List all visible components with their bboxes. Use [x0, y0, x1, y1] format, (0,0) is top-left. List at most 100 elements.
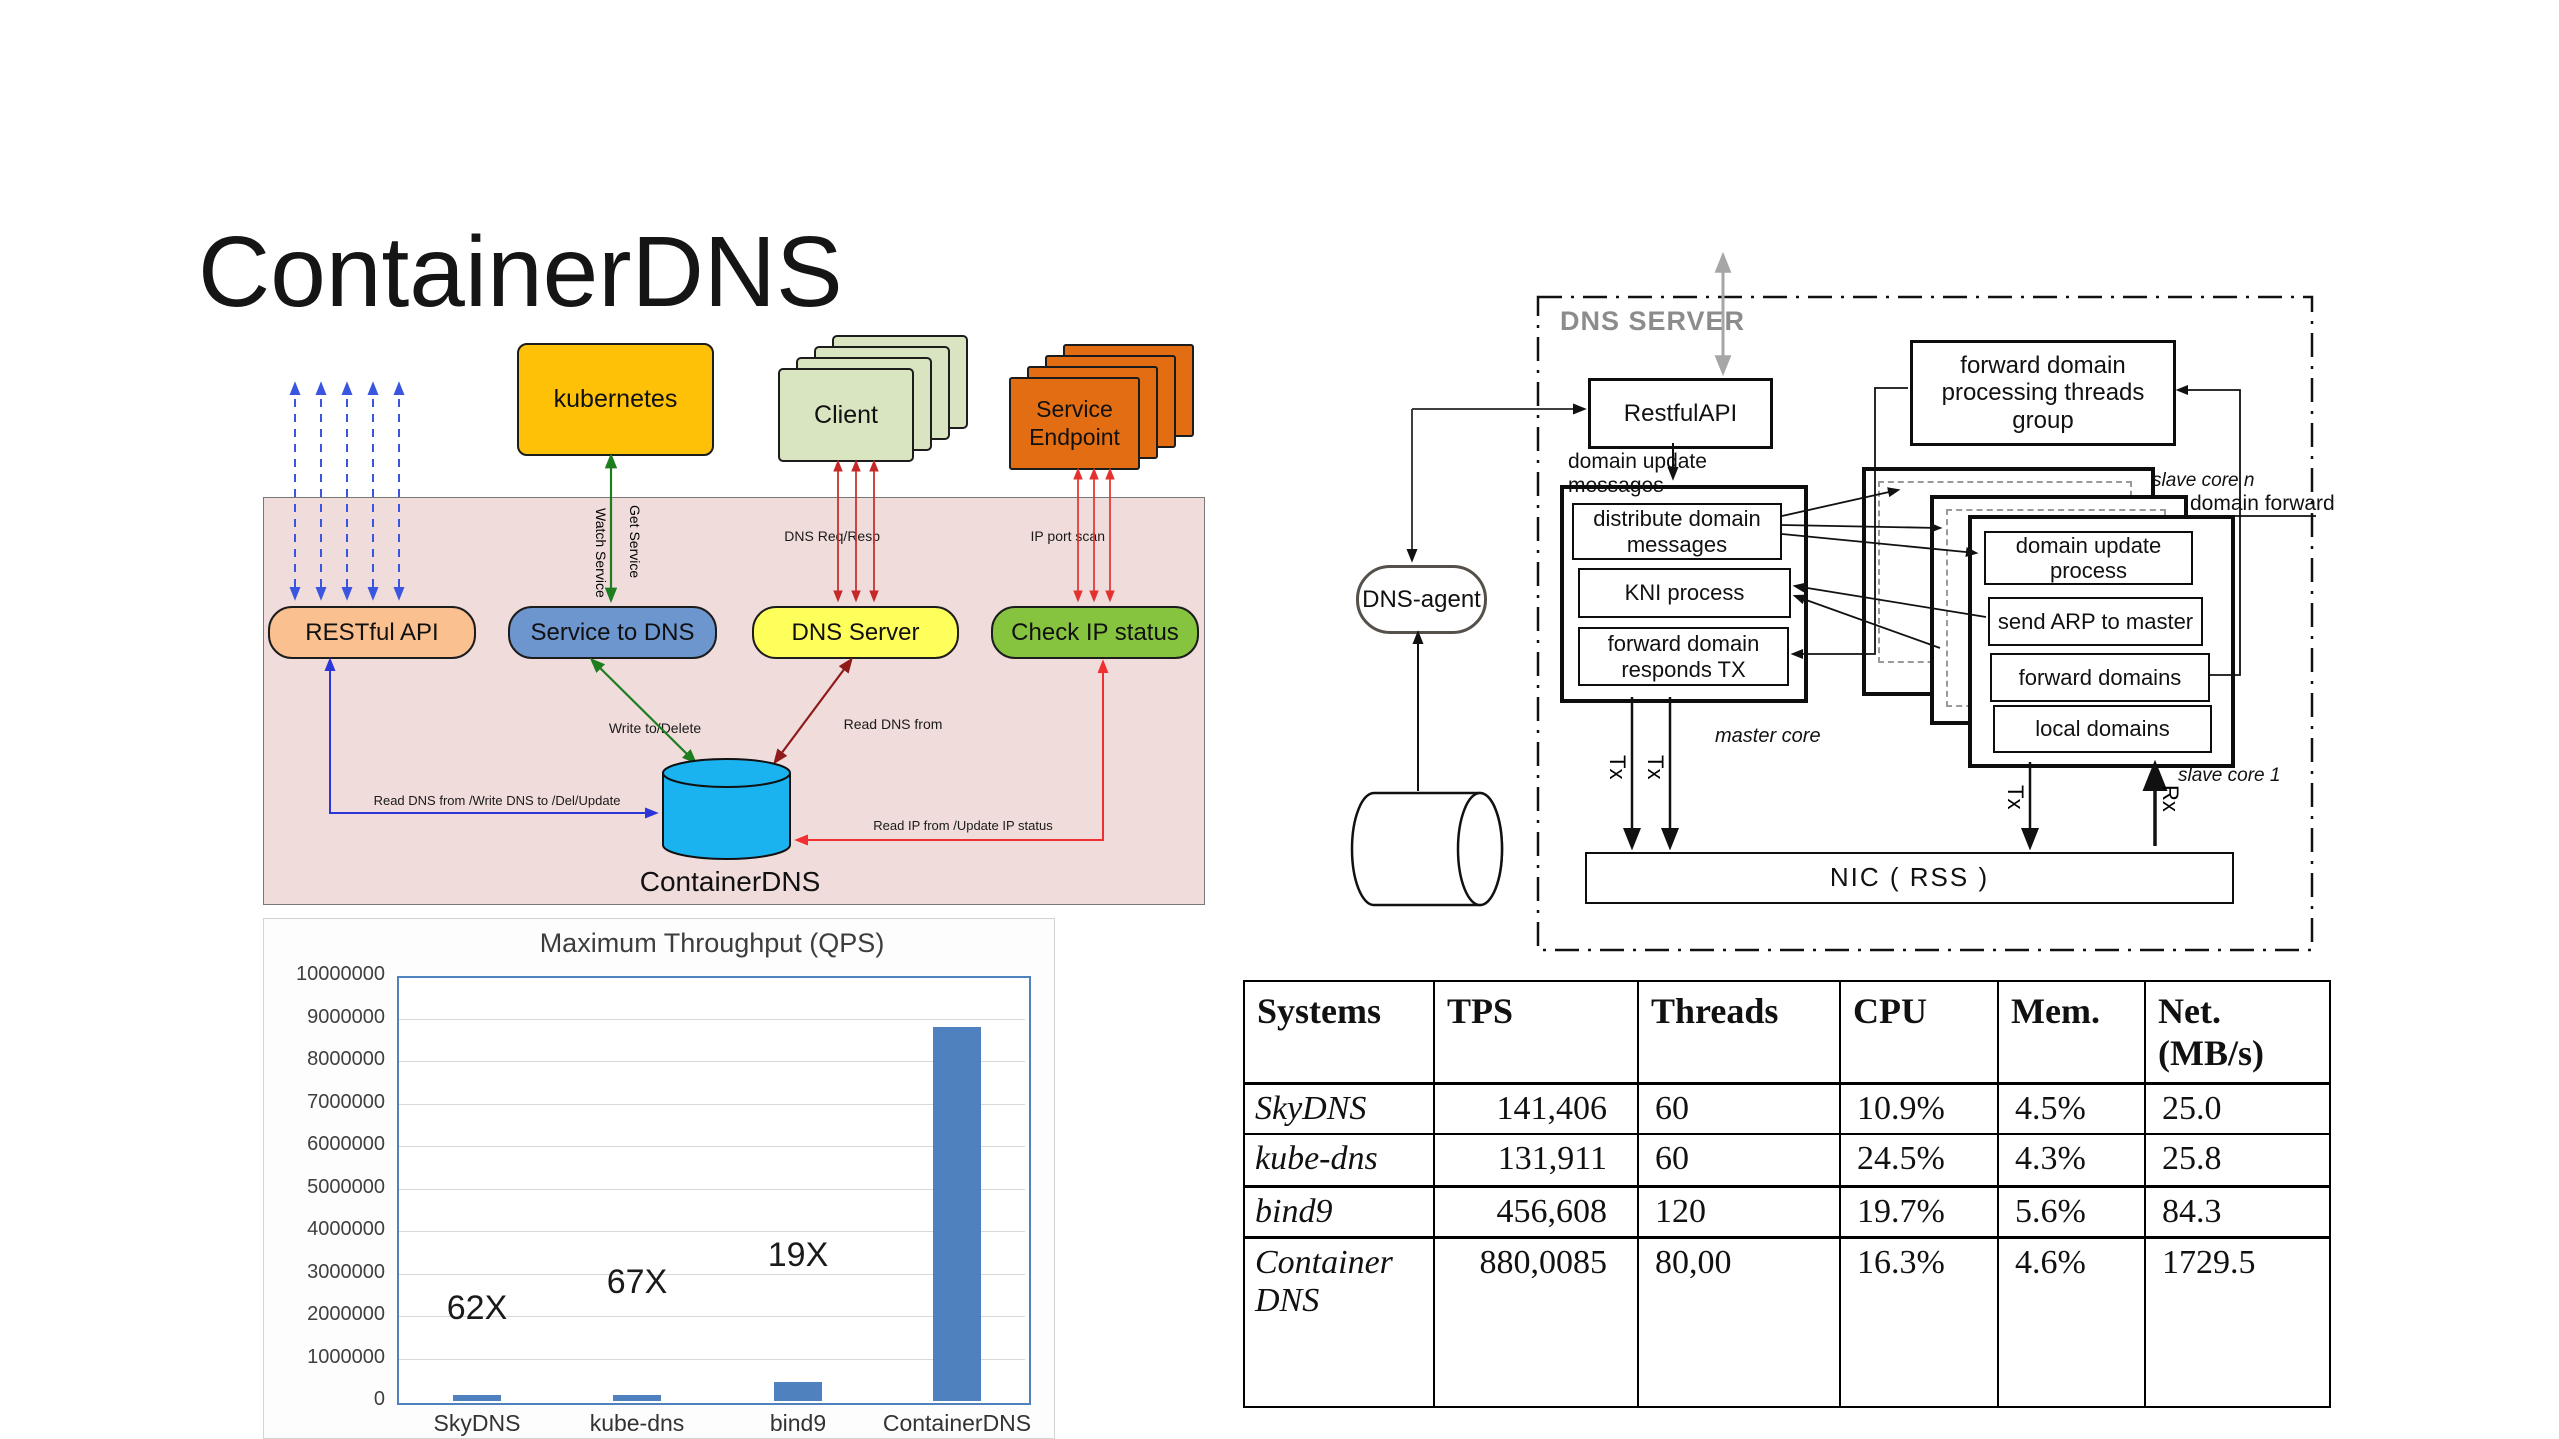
cell: 60	[1637, 1133, 1841, 1188]
cell: kube-dns	[1243, 1133, 1435, 1188]
distribute-domain-messages-box: distribute domain messages	[1572, 503, 1782, 560]
local-domains-box: local domains	[1993, 705, 2212, 753]
dns-server-title: DNS SERVER	[1560, 306, 1746, 336]
bar-bind9	[774, 1382, 822, 1401]
chart-plot-area	[397, 976, 1031, 1405]
tx-label: Tx	[1605, 755, 1630, 779]
y-tick-label: 10000000	[296, 963, 385, 985]
page-title: ContainerDNS	[198, 216, 843, 328]
chart-title: Maximum Throughput (QPS)	[539, 928, 885, 958]
cell: 84.3	[2144, 1185, 2331, 1239]
kni-process-box: KNI process	[1578, 568, 1791, 618]
cell: 24.5%	[1839, 1133, 1999, 1188]
send-arp-box: send ARP to master	[1988, 597, 2203, 646]
col-header: Systems	[1243, 980, 1435, 1085]
bar-ContainerDNS	[933, 1027, 981, 1401]
gridline	[399, 1103, 1025, 1105]
table-row: Container DNS 880,0085 80,00 16.3% 4.6% …	[1243, 1236, 2331, 1408]
cell: 141,406	[1433, 1082, 1639, 1135]
bar-annotation: 62X	[446, 1289, 508, 1327]
x-category-label: bind9	[769, 1410, 827, 1436]
bar-annotation: 19X	[767, 1236, 829, 1274]
slave-core-n-label: slave core n	[2152, 470, 2255, 491]
dns-agent-node: DNS-agent	[1356, 565, 1487, 634]
y-tick-label: 9000000	[307, 1005, 385, 1028]
master-core-label: master core	[1715, 725, 1821, 747]
y-tick-label: 6000000	[307, 1133, 385, 1155]
edge-label-read-ip: Read IP from /Update IP status	[873, 818, 1053, 833]
restful-api-node: RESTful API	[268, 606, 476, 659]
client-node: Client	[778, 368, 914, 462]
cell: 131,911	[1433, 1133, 1639, 1188]
forward-domains-box: forward domains	[1990, 653, 2210, 702]
cell: 1729.5	[2144, 1236, 2331, 1408]
slave-core-1-label: slave core 1	[2178, 765, 2281, 786]
y-tick-label: 4000000	[307, 1218, 385, 1240]
edge-label-read-write-update: Read DNS from /Write DNS to /Del/Update	[373, 793, 621, 808]
bar-kube-dns	[613, 1395, 661, 1401]
bar-annotation: 67X	[606, 1263, 668, 1301]
cell: 4.3%	[1997, 1133, 2146, 1188]
kubernetes-node: kubernetes	[517, 343, 714, 456]
table-header-row: Systems TPS Threads CPU Mem. Net. (MB/s)	[1243, 980, 2331, 1085]
cell: 25.8	[2144, 1133, 2331, 1188]
cell: bind9	[1243, 1185, 1435, 1239]
cell: 456,608	[1433, 1185, 1639, 1239]
y-tick-label: 0	[373, 1388, 385, 1410]
service-to-dns-node: Service to DNS	[508, 606, 717, 659]
edge-label-write-delete: Write to/Delete	[608, 720, 702, 736]
dns-server-node: DNS Server	[752, 606, 959, 659]
gridline	[399, 1146, 1025, 1147]
forward-domain-threads-group-box: forward domain processing threads group	[1910, 340, 2176, 446]
table-row: kube-dns 131,911 60 24.5% 4.3% 25.8	[1243, 1133, 2331, 1188]
domain-update-messages-label: domain update messages	[1568, 450, 1707, 497]
y-tick-label: 2000000	[307, 1303, 385, 1325]
check-ip-status-node: Check IP status	[991, 606, 1199, 659]
tx-label: Tx	[1643, 755, 1668, 779]
cell: 4.6%	[1997, 1236, 2146, 1408]
y-tick-label: 3000000	[307, 1260, 385, 1283]
y-tick-label: 7000000	[307, 1090, 385, 1113]
cell: Container DNS	[1243, 1236, 1435, 1408]
benchmark-table: Systems TPS Threads CPU Mem. Net. (MB/s)…	[1243, 980, 2331, 1408]
x-category-label: ContainerDNS	[882, 1410, 1032, 1436]
service-endpoint-node: Service Endpoint	[1009, 377, 1140, 470]
gridline	[399, 1316, 1025, 1317]
etcd-line2: (DNS DB)	[678, 819, 776, 845]
service-endpoint-label: Service Endpoint	[1029, 395, 1120, 450]
cell: 120	[1637, 1185, 1841, 1239]
cell: 10.9%	[1839, 1082, 1999, 1135]
client-label: Client	[814, 400, 878, 429]
col-header: Net. (MB/s)	[2144, 980, 2331, 1085]
edge-label-dns-req: DNS Req/Resp	[784, 528, 880, 544]
edge-label-ip-scan: IP port scan	[1030, 528, 1105, 544]
etcd-line1: etcd	[706, 791, 748, 816]
domain-update-process-box: domain update process	[1984, 531, 2193, 585]
table-row: SkyDNS 141,406 60 10.9% 4.5% 25.0	[1243, 1082, 2331, 1135]
gridline	[399, 1358, 1025, 1360]
etcd-node-label: etcd (DNS DB)	[663, 790, 791, 847]
cell: 19.7%	[1839, 1185, 1999, 1239]
cell: SkyDNS	[1243, 1082, 1435, 1135]
tx-label: Tx	[2003, 785, 2028, 809]
restfulapi-box: RestfulAPI	[1588, 378, 1773, 449]
edge-label-read-dns: Read DNS from	[843, 716, 943, 732]
cell: 80,00	[1637, 1236, 1841, 1408]
bar-SkyDNS	[453, 1395, 501, 1401]
col-header: CPU	[1839, 980, 1999, 1085]
y-tick-label: 1000000	[307, 1345, 385, 1368]
cell: 4.5%	[1997, 1082, 2146, 1135]
forward-domain-responds-tx-box: forward domain responds TX	[1578, 627, 1789, 686]
x-category-label: SkyDNS	[433, 1410, 521, 1436]
gridline	[399, 1273, 1025, 1275]
table-row: bind9 456,608 120 19.7% 5.6% 84.3	[1243, 1185, 2331, 1239]
rx-label: Rx	[2158, 785, 2183, 812]
cell: 880,0085	[1433, 1236, 1639, 1408]
gridline	[399, 1231, 1025, 1232]
cell: 25.0	[2144, 1082, 2331, 1135]
col-header: Threads	[1637, 980, 1841, 1085]
cell: 16.3%	[1839, 1236, 1999, 1408]
col-header: Mem.	[1997, 980, 2146, 1085]
gridline	[399, 1188, 1025, 1190]
